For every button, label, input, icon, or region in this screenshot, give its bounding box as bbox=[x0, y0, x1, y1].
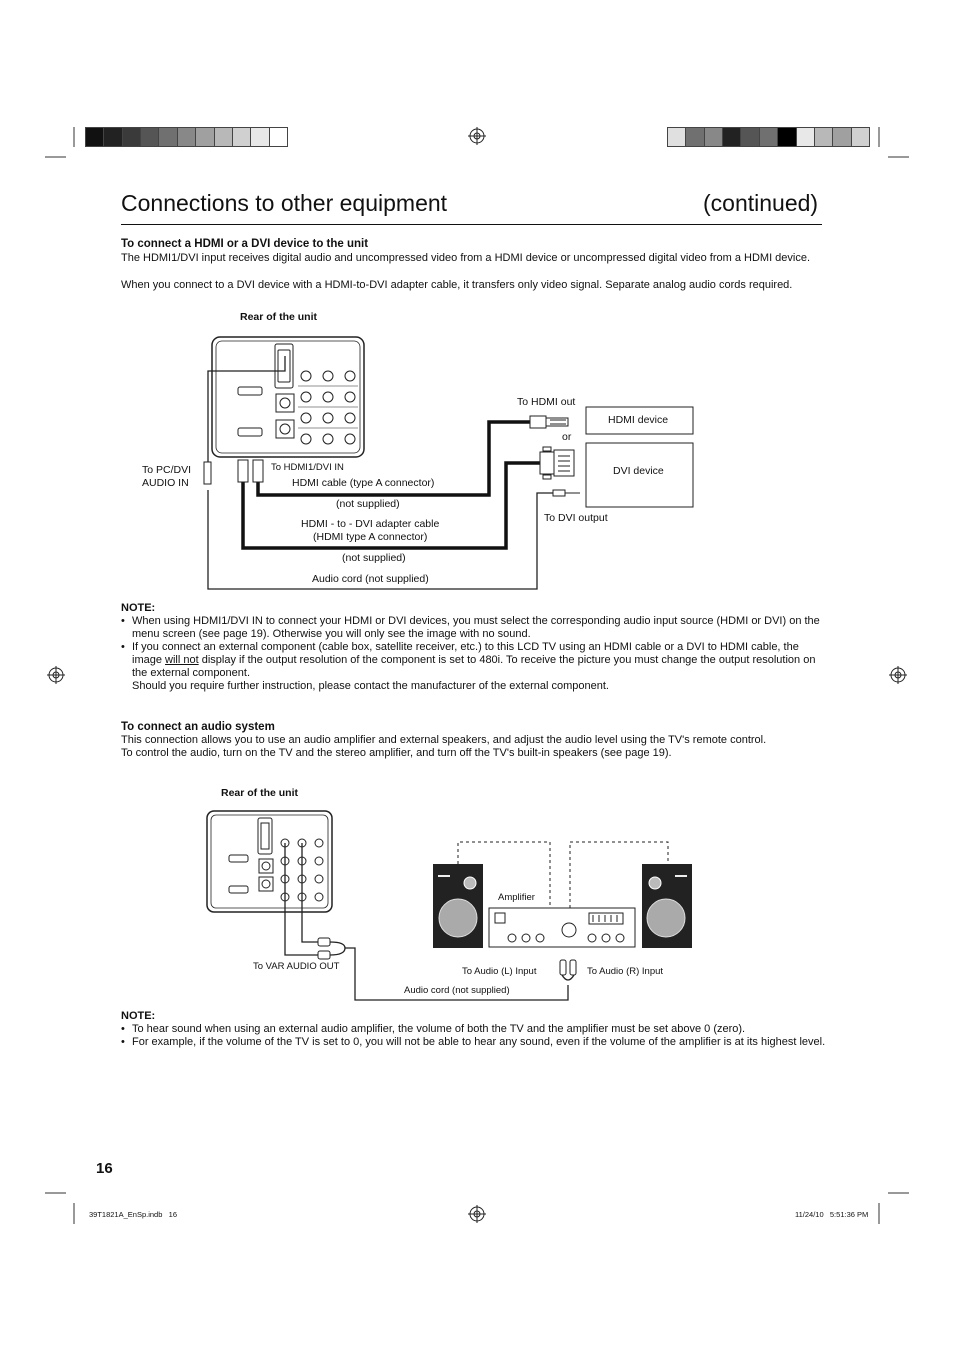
color-swatch bbox=[833, 128, 852, 146]
adapter-label-1: HDMI - to - DVI adapter cable bbox=[301, 518, 440, 530]
rca-plugs-tv bbox=[317, 937, 331, 960]
amplifier-unit bbox=[488, 907, 636, 948]
color-swatch bbox=[741, 128, 760, 146]
color-swatch bbox=[686, 128, 705, 146]
color-swatch bbox=[122, 128, 142, 146]
color-swatch bbox=[814, 128, 834, 146]
color-swatch bbox=[86, 128, 105, 146]
audio-cord-label-2: Audio cord (not supplied) bbox=[404, 985, 510, 996]
dvi-plug bbox=[539, 446, 575, 480]
left-speaker bbox=[433, 864, 483, 948]
tv-rear-panel-audio bbox=[206, 810, 333, 913]
rca-plugs-amp bbox=[559, 959, 577, 976]
page-title-continued: (continued) bbox=[703, 190, 819, 216]
dvi-device-box bbox=[585, 442, 694, 508]
hdmi-para-1: The HDMI1/DVI input receives digital aud… bbox=[121, 252, 811, 264]
audio-note-2: • For example, if the volume of the TV i… bbox=[121, 1036, 826, 1048]
color-swatch bbox=[251, 128, 270, 146]
bullet: • bbox=[121, 1036, 125, 1048]
hdmi-cable-label: HDMI cable (type A connector) bbox=[292, 477, 435, 489]
color-swatch bbox=[668, 128, 687, 146]
to-dvi-output-label: To DVI output bbox=[544, 512, 608, 524]
registration-mark-right bbox=[889, 666, 907, 684]
hdmi-note-1: • When using HDMI1/DVI IN to connect you… bbox=[121, 615, 820, 640]
hdmi-device-label: HDMI device bbox=[608, 414, 669, 426]
right-speaker bbox=[642, 864, 692, 948]
color-swatch bbox=[232, 128, 252, 146]
hdmi-note-label: NOTE: bbox=[121, 602, 156, 614]
bullet: • bbox=[121, 1023, 125, 1035]
audio-heading: To connect an audio system bbox=[121, 721, 275, 733]
hdmi-connection-diagram bbox=[203, 336, 694, 590]
color-swatch bbox=[704, 128, 724, 146]
hdmi-note-2: • If you connect an external component (… bbox=[121, 641, 816, 679]
dvi-device-label: DVI device bbox=[613, 465, 664, 477]
color-swatch bbox=[104, 128, 123, 146]
color-swatch bbox=[796, 128, 815, 146]
color-swatch bbox=[851, 128, 869, 146]
color-bar-right bbox=[667, 127, 870, 147]
registration-mark-bottom bbox=[468, 1205, 486, 1223]
color-swatch bbox=[214, 128, 233, 146]
color-bar-left bbox=[85, 127, 288, 147]
audio-connection-diagram bbox=[206, 810, 692, 1001]
to-pc-dvi-label-2: AUDIO IN bbox=[142, 477, 189, 489]
bullet: • bbox=[121, 641, 125, 653]
speaker-wires bbox=[457, 841, 669, 908]
or-label: or bbox=[562, 431, 572, 443]
audio-para-1: This connection allows you to use an aud… bbox=[121, 734, 767, 746]
audio-cord-label: Audio cord (not supplied) bbox=[312, 573, 429, 585]
hdmi-rear-label: Rear of the unit bbox=[240, 311, 318, 323]
to-audio-l-label: To Audio (L) Input bbox=[462, 966, 537, 977]
adapter-label-2: (HDMI type A connector) bbox=[313, 531, 428, 543]
color-swatch bbox=[141, 128, 160, 146]
file-slug: 39T1821A_EnSp.indb 16 bbox=[89, 1210, 177, 1219]
page-title: Connections to other equipment bbox=[121, 190, 448, 216]
to-audio-r-label: To Audio (R) Input bbox=[587, 966, 664, 977]
hdmi-heading: To connect a HDMI or a DVI device to the… bbox=[121, 238, 369, 250]
print-timestamp: 11/24/10 5:51:36 PM bbox=[795, 1210, 869, 1219]
audio-note-label: NOTE: bbox=[121, 1010, 156, 1022]
registration-mark-top bbox=[468, 127, 486, 145]
color-swatch bbox=[759, 128, 779, 146]
hdmi-note-2-continued: Should you require further instruction, … bbox=[132, 680, 609, 692]
color-swatch bbox=[196, 128, 215, 146]
not-supplied-label-1: (not supplied) bbox=[336, 498, 400, 510]
color-swatch bbox=[723, 128, 742, 146]
hdmi-plug bbox=[529, 415, 569, 429]
tv-rear-panel bbox=[211, 336, 365, 458]
color-swatch bbox=[778, 128, 797, 146]
to-hdmi1-label: To HDMI1/DVI IN bbox=[271, 462, 344, 473]
hdmi-para-2: When you connect to a DVI device with a … bbox=[121, 279, 793, 291]
not-supplied-label-2: (not supplied) bbox=[342, 552, 406, 564]
hdmi-cable-line bbox=[241, 420, 540, 550]
audio-rear-label: Rear of the unit bbox=[221, 787, 299, 799]
audio-note-1: • To hear sound when using an external a… bbox=[121, 1023, 746, 1035]
color-swatch bbox=[177, 128, 197, 146]
page-number: 16 bbox=[96, 1160, 113, 1177]
registration-mark-left bbox=[47, 666, 65, 684]
amplifier-label: Amplifier bbox=[498, 892, 535, 903]
bullet: • bbox=[121, 615, 125, 627]
to-pc-dvi-label-1: To PC/DVI bbox=[142, 464, 192, 476]
underlined-text: will not bbox=[165, 654, 199, 666]
audio-cord-line bbox=[207, 356, 555, 590]
color-swatch bbox=[159, 128, 178, 146]
color-swatch bbox=[269, 128, 287, 146]
audio-para-2: To control the audio, turn on the TV and… bbox=[121, 747, 672, 759]
title-rule bbox=[121, 224, 822, 225]
to-hdmi-out-label: To HDMI out bbox=[517, 396, 576, 408]
to-var-audio-out-label: To VAR AUDIO OUT bbox=[253, 961, 340, 972]
hdmi-device-box bbox=[585, 406, 694, 435]
